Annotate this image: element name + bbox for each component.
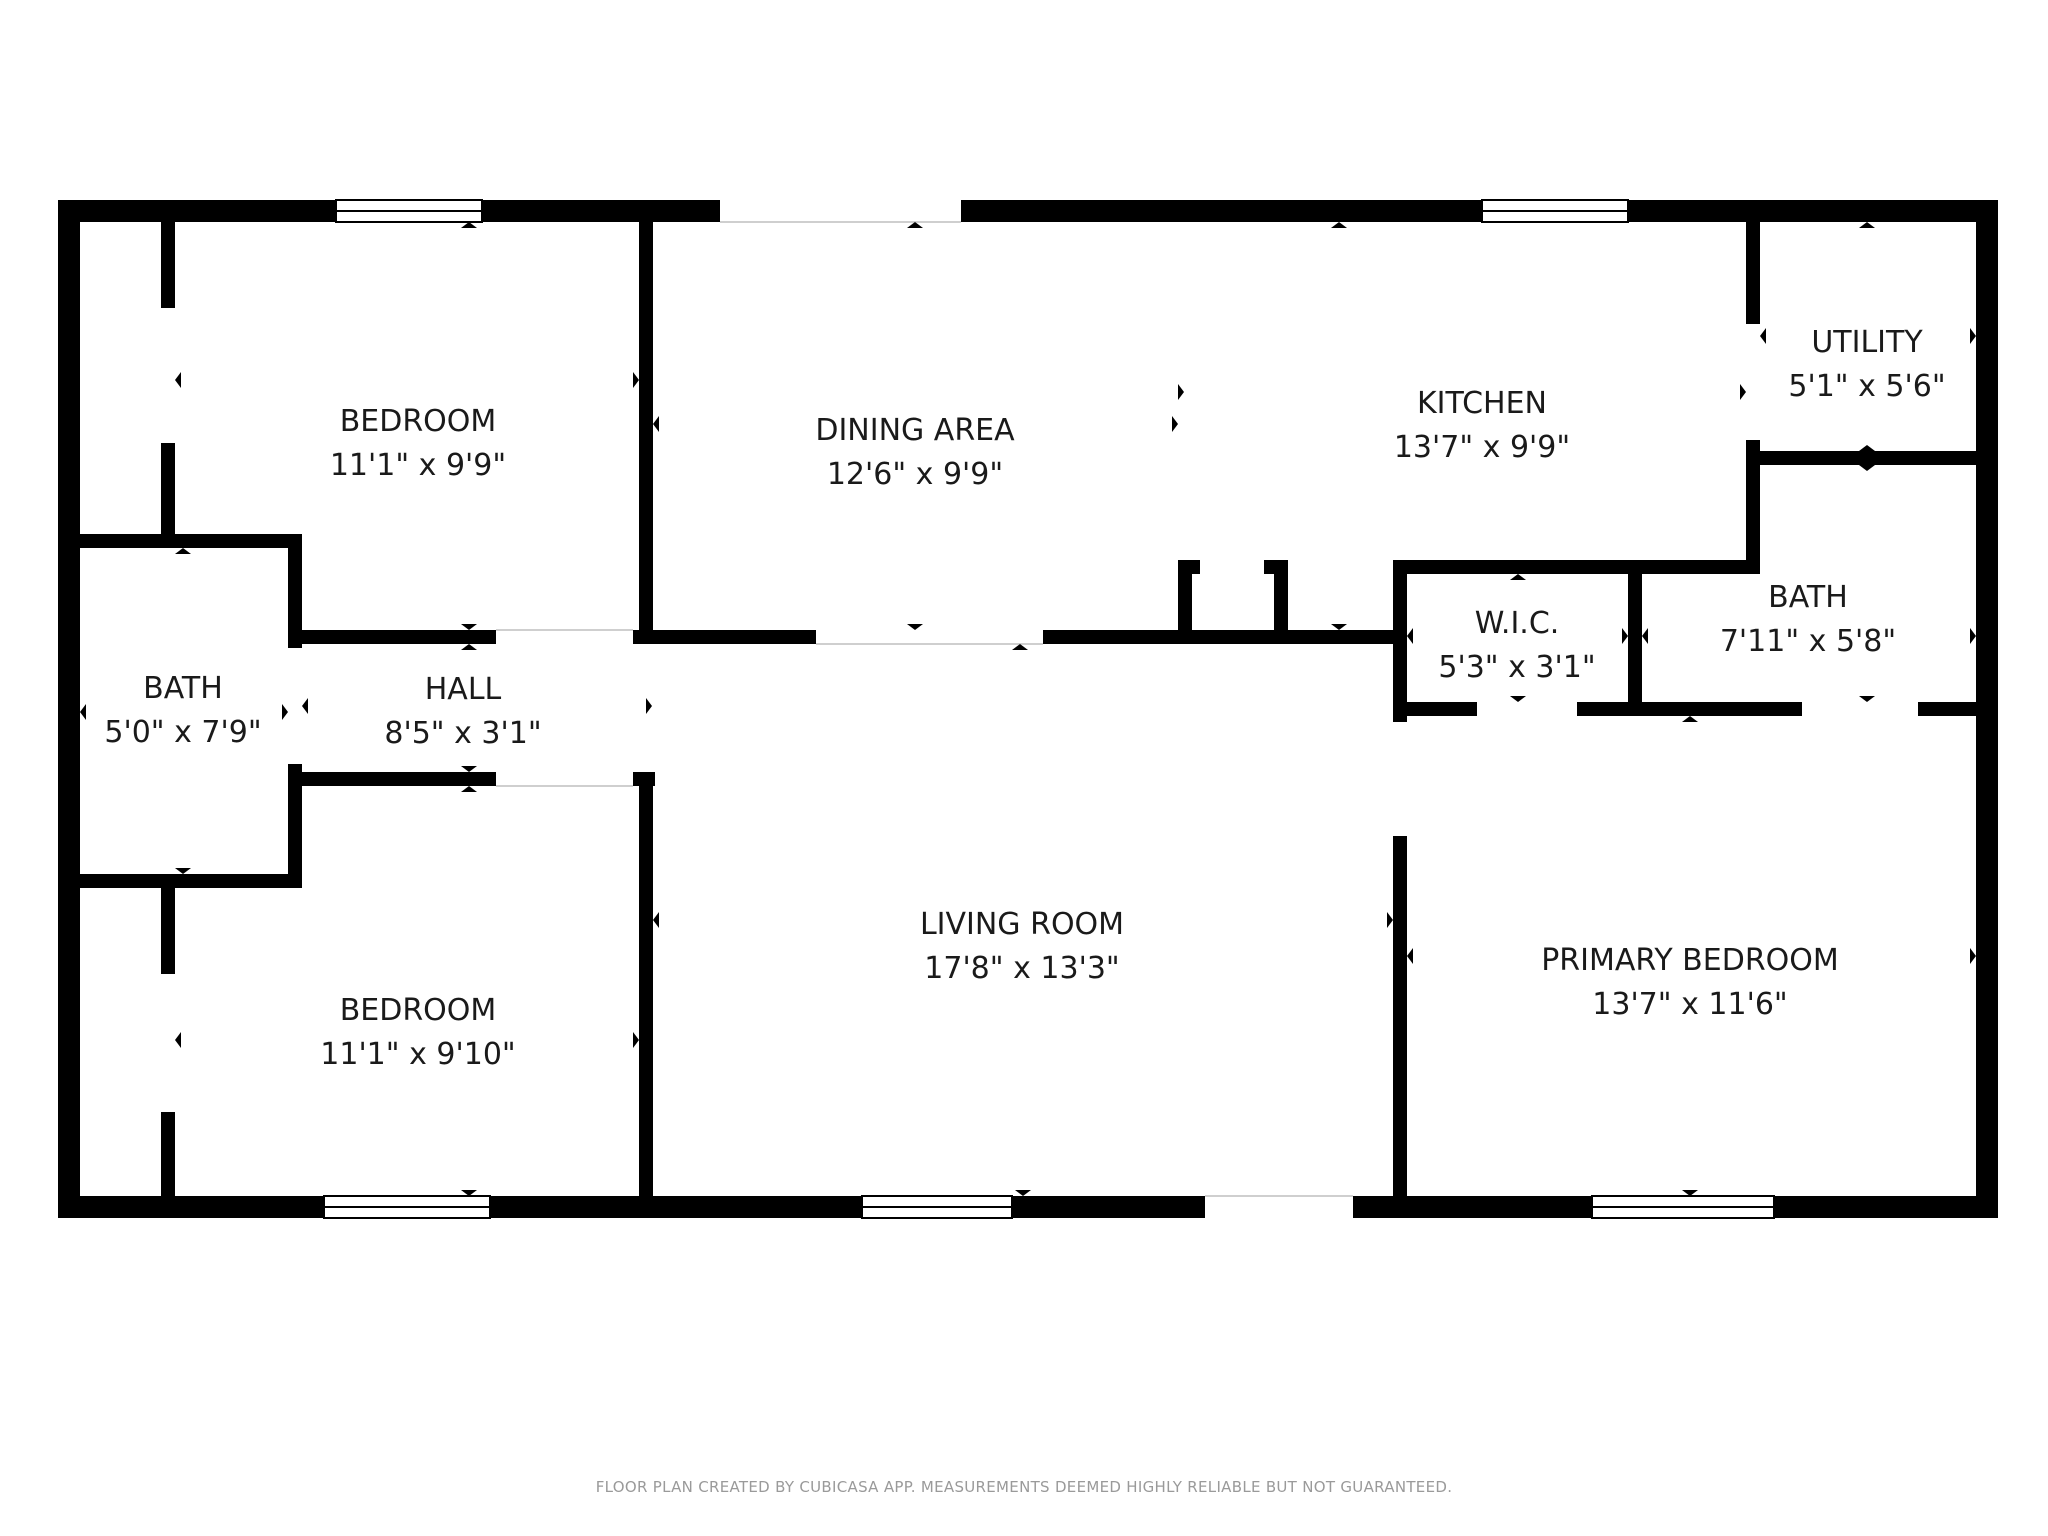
room-name: UTILITY bbox=[1811, 325, 1923, 360]
window-kitchen bbox=[1481, 199, 1629, 223]
room-dims: 5'1" x 5'6" bbox=[1788, 369, 1945, 404]
marker bbox=[646, 698, 652, 714]
marker bbox=[1859, 465, 1875, 471]
marker bbox=[1387, 912, 1393, 928]
room-name: W.I.C. bbox=[1475, 606, 1560, 641]
room-name: HALL bbox=[425, 672, 502, 707]
marker bbox=[1407, 628, 1413, 644]
window-primary-bedroom bbox=[1591, 1195, 1775, 1219]
marker bbox=[1331, 222, 1347, 228]
room-name: DINING AREA bbox=[815, 413, 1015, 448]
room-bath-right: BATH 7'11" x 5'8" bbox=[1720, 580, 1896, 659]
marker bbox=[282, 704, 288, 720]
room-dims: 7'11" x 5'8" bbox=[1720, 624, 1896, 659]
room-dims: 12'6" x 9'9" bbox=[827, 457, 1003, 492]
marker bbox=[907, 222, 923, 228]
marker bbox=[1510, 574, 1526, 580]
marker bbox=[1682, 1190, 1698, 1196]
room-name: PRIMARY BEDROOM bbox=[1541, 943, 1839, 978]
room-utility: UTILITY 5'1" x 5'6" bbox=[1788, 325, 1945, 404]
marker bbox=[1172, 416, 1178, 432]
marker bbox=[1859, 696, 1875, 702]
marker bbox=[175, 1032, 181, 1048]
room-living-room: LIVING ROOM 17'8" x 13'3" bbox=[920, 907, 1124, 986]
room-bedroom-bottom: BEDROOM 11'1" x 9'10" bbox=[320, 993, 515, 1072]
marker bbox=[461, 644, 477, 650]
room-name: LIVING ROOM bbox=[920, 907, 1124, 942]
marker bbox=[461, 222, 477, 228]
room-name: KITCHEN bbox=[1417, 386, 1547, 421]
room-hall: HALL 8'5" x 3'1" bbox=[384, 672, 541, 751]
marker bbox=[302, 698, 308, 714]
marker bbox=[1331, 624, 1347, 630]
marker bbox=[1178, 384, 1184, 400]
marker bbox=[1510, 696, 1526, 702]
marker bbox=[461, 786, 477, 792]
marker bbox=[461, 1190, 477, 1196]
room-dims: 11'1" x 9'10" bbox=[320, 1037, 515, 1072]
marker bbox=[1970, 628, 1976, 644]
marker bbox=[461, 766, 477, 772]
marker bbox=[80, 704, 86, 720]
marker bbox=[907, 624, 923, 630]
marker bbox=[1740, 384, 1746, 400]
marker bbox=[653, 416, 659, 432]
marker bbox=[1760, 328, 1766, 344]
room-name: BATH bbox=[1768, 580, 1848, 615]
room-dims: 8'5" x 3'1" bbox=[384, 716, 541, 751]
room-bath-left: BATH 5'0" x 7'9" bbox=[104, 671, 261, 750]
interior-walls bbox=[80, 220, 1978, 1198]
dimension-markers bbox=[80, 222, 1976, 1196]
marker bbox=[175, 372, 181, 388]
door-openings bbox=[496, 221, 1353, 1197]
disclaimer-text: FLOOR PLAN CREATED BY CUBICASA APP. MEAS… bbox=[596, 1478, 1453, 1496]
marker bbox=[1012, 644, 1028, 650]
room-dims: 13'7" x 11'6" bbox=[1592, 987, 1787, 1022]
window-living-room bbox=[861, 1195, 1013, 1219]
marker bbox=[1015, 1190, 1031, 1196]
marker bbox=[461, 624, 477, 630]
marker bbox=[1859, 445, 1875, 451]
marker bbox=[1407, 948, 1413, 964]
room-primary-bedroom: PRIMARY BEDROOM 13'7" x 11'6" bbox=[1541, 943, 1839, 1022]
marker bbox=[175, 868, 191, 874]
room-wic: W.I.C. 5'3" x 3'1" bbox=[1438, 606, 1595, 685]
room-name: BATH bbox=[143, 671, 223, 706]
marker bbox=[1642, 628, 1648, 644]
marker bbox=[175, 548, 191, 554]
room-dining-area: DINING AREA 12'6" x 9'9" bbox=[815, 413, 1015, 492]
window-bedroom-top bbox=[335, 199, 483, 223]
room-dims: 13'7" x 9'9" bbox=[1394, 430, 1570, 465]
marker bbox=[1622, 628, 1628, 644]
marker bbox=[1970, 948, 1976, 964]
marker bbox=[653, 912, 659, 928]
room-bedroom-top: BEDROOM 11'1" x 9'9" bbox=[330, 404, 506, 483]
room-name: BEDROOM bbox=[340, 993, 497, 1028]
room-kitchen: KITCHEN 13'7" x 9'9" bbox=[1394, 386, 1570, 465]
marker bbox=[633, 372, 639, 388]
marker bbox=[1682, 716, 1698, 722]
room-dims: 5'3" x 3'1" bbox=[1438, 650, 1595, 685]
marker bbox=[1970, 328, 1976, 344]
marker bbox=[633, 1032, 639, 1048]
room-dims: 17'8" x 13'3" bbox=[924, 951, 1119, 986]
marker bbox=[1859, 222, 1875, 228]
room-dims: 11'1" x 9'9" bbox=[330, 448, 506, 483]
room-dims: 5'0" x 7'9" bbox=[104, 715, 261, 750]
room-name: BEDROOM bbox=[340, 404, 497, 439]
window-bedroom-bottom bbox=[323, 1195, 491, 1219]
